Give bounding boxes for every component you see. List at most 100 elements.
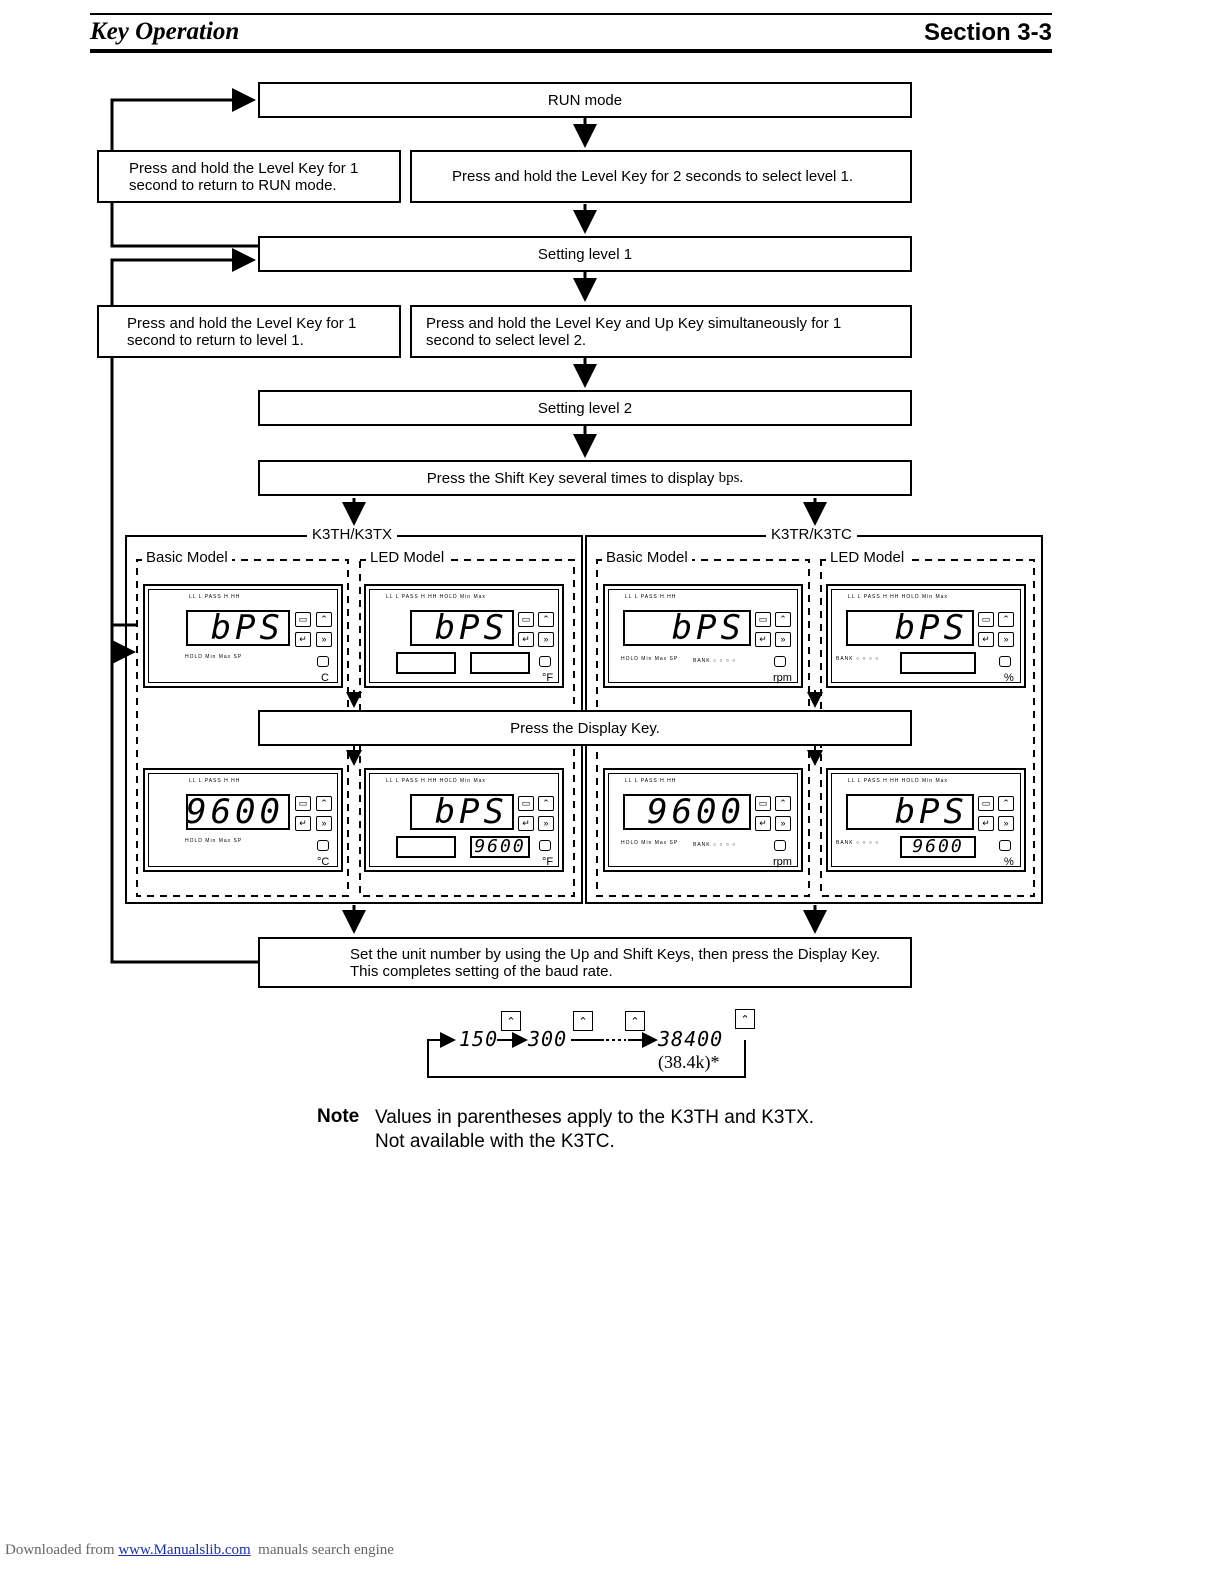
return-level1-box: Press and hold the Level Key for 1 secon…: [97, 305, 401, 358]
led-indicators: LL L PASS H HH: [625, 594, 677, 600]
meter-display: bPS: [623, 610, 751, 646]
display-key-icon: [539, 656, 551, 667]
shift-right-icon: »: [538, 816, 554, 831]
header-rule-top: [90, 13, 1052, 15]
display-key-label: Press the Display Key.: [510, 719, 660, 737]
unit-label: °F: [542, 672, 554, 684]
bank-indicators: BANK ○ ○ ○ ○: [693, 842, 737, 848]
up-key-icon: ⌃: [316, 612, 332, 627]
setting-level1-label: Setting level 1: [537, 245, 633, 263]
led-indicators: LL L PASS H HH HOLD Min Max: [386, 594, 486, 600]
shift-right-icon: »: [998, 632, 1014, 647]
up-key-icon: ⌃: [998, 612, 1014, 627]
shift-right-icon: »: [316, 816, 332, 831]
group-label-k3tr: K3TR/K3TC: [766, 526, 857, 543]
display-key-icon: [317, 840, 329, 851]
shift-key-icon: ▭: [755, 796, 771, 811]
footer-link[interactable]: www.Manualslib.com: [118, 1542, 251, 1558]
led-indicators: LL L PASS H HH HOLD Min Max: [848, 778, 948, 784]
shift-right-icon: »: [775, 816, 791, 831]
baud-38400: 38400: [658, 1027, 724, 1051]
sub-display: [396, 836, 456, 858]
set-unit-box: Set the unit number by using the Up and …: [258, 937, 912, 988]
shift-right-icon: »: [538, 632, 554, 647]
display-key-icon: [999, 840, 1011, 851]
shift-key-label: Press the Shift Key several times to dis…: [426, 469, 719, 487]
up-key-icon: ⌃: [538, 796, 554, 811]
sublabel-basic-right: Basic Model: [602, 549, 692, 566]
up-key-icon: ⌃: [625, 1011, 645, 1031]
setting-level2-label: Setting level 2: [537, 399, 633, 417]
meter-display: 9600: [186, 794, 290, 830]
meter-k3th-basic-bps: LL L PASS H HH bPS ▭ ⌃ ↵ » HOLD Min Max …: [143, 584, 343, 688]
unit-label: rpm: [773, 672, 792, 684]
bottom-indicators: HOLD Min Max SP: [185, 654, 243, 660]
section-title: Key Operation: [90, 18, 240, 45]
sub-display: [396, 652, 456, 674]
meter-display: 9600: [623, 794, 751, 830]
meter-display: bPS: [186, 610, 290, 646]
return-level1-label: Press and hold the Level Key for 1 secon…: [127, 314, 357, 349]
setting-level1-box: Setting level 1: [258, 236, 912, 272]
up-key-icon: ⌃: [316, 796, 332, 811]
select-level2-label: Press and hold the Level Key and Up Key …: [426, 314, 842, 349]
footer: Downloaded from www.Manualslib.com manua…: [5, 1542, 394, 1559]
level-key-icon: ↵: [755, 816, 771, 831]
bank-indicators: BANK ○ ○ ○ ○: [836, 656, 880, 662]
unit-label: %: [1004, 672, 1014, 684]
note-text: Values in parentheses apply to the K3TH …: [375, 1106, 814, 1154]
note-label: Note: [317, 1106, 360, 1127]
section-number: Section 3-3: [923, 19, 1052, 46]
set-unit-label: Set the unit number by using the Up and …: [350, 945, 881, 980]
run-mode-box: RUN mode: [258, 82, 912, 118]
meter-k3tr-led-bps: LL L PASS H HH HOLD Min Max bPS ▭ ⌃ ↵ » …: [826, 584, 1026, 688]
level-key-icon: ↵: [978, 632, 994, 647]
up-key-icon: ⌃: [735, 1009, 755, 1029]
up-key-icon: ⌃: [573, 1011, 593, 1031]
return-run-box: Press and hold the Level Key for 1 secon…: [97, 150, 401, 203]
run-mode-label: RUN mode: [547, 91, 623, 109]
shift-key-icon: ▭: [518, 796, 534, 811]
meter-display: bPS: [410, 610, 514, 646]
display-key-icon: [999, 656, 1011, 667]
led-indicators: LL L PASS H HH: [189, 594, 241, 600]
shift-key-box: Press the Shift Key several times to dis…: [258, 460, 912, 496]
meter-k3tr-led-9600: LL L PASS H HH HOLD Min Max bPS ▭ ⌃ ↵ » …: [826, 768, 1026, 872]
setting-level2-box: Setting level 2: [258, 390, 912, 426]
bps-code: bps.: [718, 469, 744, 486]
display-key-box: Press the Display Key.: [258, 710, 912, 746]
unit-label: °C: [317, 856, 330, 868]
level-key-icon: ↵: [518, 816, 534, 831]
sublabel-led-left: LED Model: [366, 549, 449, 566]
sublabel-led-right: LED Model: [826, 549, 909, 566]
display-key-icon: [317, 656, 329, 667]
baud-150: 150: [459, 1027, 499, 1051]
baud-paren-note: (38.4k)*: [658, 1052, 720, 1072]
header-rule-bottom: [90, 49, 1052, 53]
up-key-icon: ⌃: [538, 612, 554, 627]
shift-key-icon: ▭: [755, 612, 771, 627]
up-key-icon: ⌃: [501, 1011, 521, 1031]
sub-display-value: 9600: [470, 836, 530, 858]
level-key-icon: ↵: [978, 816, 994, 831]
footer-prefix: Downloaded from: [5, 1542, 119, 1558]
display-key-icon: [774, 656, 786, 667]
shift-right-icon: »: [775, 632, 791, 647]
meter-k3tr-basic-9600: LL L PASS H HH 9600 ▭ ⌃ ↵ » HOLD Min Max…: [603, 768, 803, 872]
unit-label: rpm: [773, 856, 792, 868]
meter-k3th-led-9600: LL L PASS H HH HOLD Min Max bPS ▭ ⌃ ↵ » …: [364, 768, 564, 872]
level-key-icon: ↵: [295, 816, 311, 831]
bank-indicators: BANK ○ ○ ○ ○: [836, 840, 880, 846]
meter-k3tr-basic-bps: LL L PASS H HH bPS ▭ ⌃ ↵ » HOLD Min Max …: [603, 584, 803, 688]
display-key-icon: [539, 840, 551, 851]
up-key-icon: ⌃: [998, 796, 1014, 811]
led-indicators: LL L PASS H HH: [189, 778, 241, 784]
note-line-1: Values in parentheses apply to the K3TH …: [375, 1107, 815, 1128]
sub-display-value: 9600: [900, 836, 976, 858]
bottom-indicators: HOLD Min Max SP: [621, 656, 679, 662]
shift-key-icon: ▭: [295, 612, 311, 627]
footer-suffix: manuals search engine: [250, 1542, 394, 1558]
shift-right-icon: »: [316, 632, 332, 647]
sublabel-basic-left: Basic Model: [142, 549, 232, 566]
meter-k3th-led-bps: LL L PASS H HH HOLD Min Max bPS ▭ ⌃ ↵ » …: [364, 584, 564, 688]
